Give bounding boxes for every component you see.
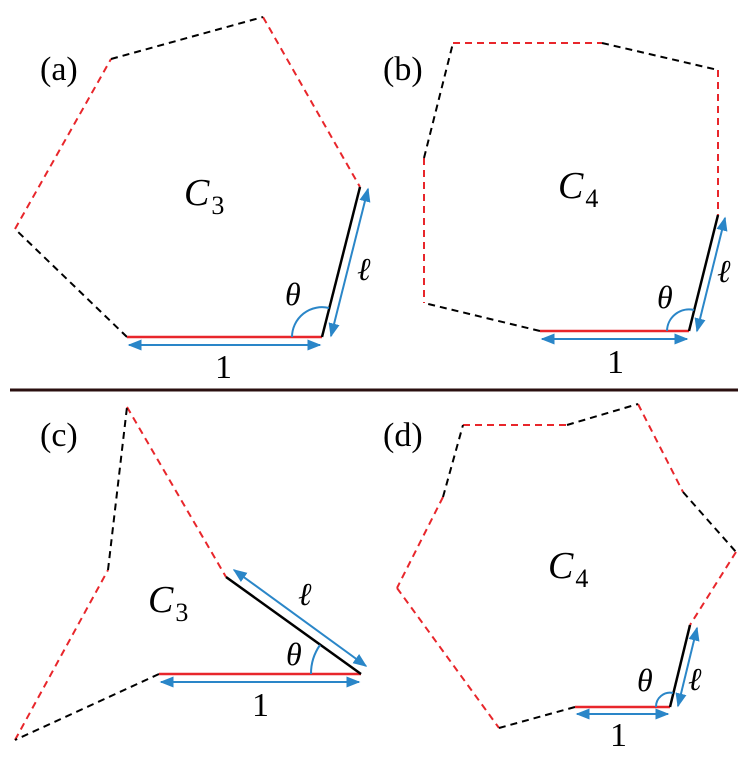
panel-a-ell-edge	[320, 186, 362, 338]
panel-a-unit-label: 1	[215, 349, 232, 386]
panel-b-ell-arrow	[694, 216, 728, 333]
panel-a-cell-label: C3	[184, 172, 224, 220]
panel-d-red-dashed-edges	[396, 403, 737, 729]
panel-a-red-dashed-edges	[14, 16, 361, 230]
panel-d-cell-label: C4	[548, 545, 588, 593]
panel-d-unit-label: 1	[610, 717, 627, 754]
panel-b-angle-arc	[666, 308, 695, 332]
panel-a-black-dashed-edges	[14, 16, 264, 338]
panel-c-black-dashed-edges	[14, 406, 160, 741]
panel-c-red-dashed-edges	[14, 406, 227, 741]
panel-b-ell-label: ℓ	[717, 253, 731, 289]
panel-c-cell-label: C3	[148, 579, 188, 627]
panel-b-ell-edge	[687, 214, 720, 332]
panel-b-black-dashed-edges	[423, 42, 719, 332]
panel-b-unit-label: 1	[607, 344, 624, 381]
panel-a-angle-arc	[291, 306, 330, 338]
panel-c-theta-label: θ	[286, 636, 302, 672]
panel-b-red-dashed-edges	[423, 42, 719, 303]
panel-d-black-dashed-edges	[442, 403, 737, 729]
panel-c: (c) C3 θ ℓ 1	[14, 406, 368, 741]
panel-d-angle-arc	[654, 691, 674, 708]
panel-b-cell-label: C4	[558, 165, 598, 213]
panel-a-tag: (a)	[40, 51, 78, 88]
panel-c-ell-arrow	[232, 569, 368, 667]
panel-a-theta-label: θ	[285, 276, 301, 312]
panel-b-tag: (b)	[383, 51, 423, 88]
panel-b-theta-label: θ	[657, 279, 673, 315]
panel-c-tag: (c)	[40, 417, 78, 454]
panel-c-ell-label: ℓ	[298, 576, 312, 612]
panel-a-ell-label: ℓ	[357, 251, 371, 287]
panel-c-angle-arc	[309, 644, 321, 675]
panel-a-ell-arrow	[328, 187, 371, 338]
panel-d-ell-label: ℓ	[688, 661, 702, 697]
panel-d-theta-label: θ	[637, 662, 653, 698]
panel-d: (d) C4 θ ℓ 1	[383, 403, 737, 754]
panel-a: (a) C3 θ ℓ 1	[14, 16, 371, 386]
panel-d-tag: (d)	[383, 417, 423, 454]
panel-b: (b) C4 θ ℓ 1	[383, 42, 731, 381]
panel-c-unit-label: 1	[252, 687, 269, 724]
panel-d-ell-arrow	[675, 626, 700, 708]
